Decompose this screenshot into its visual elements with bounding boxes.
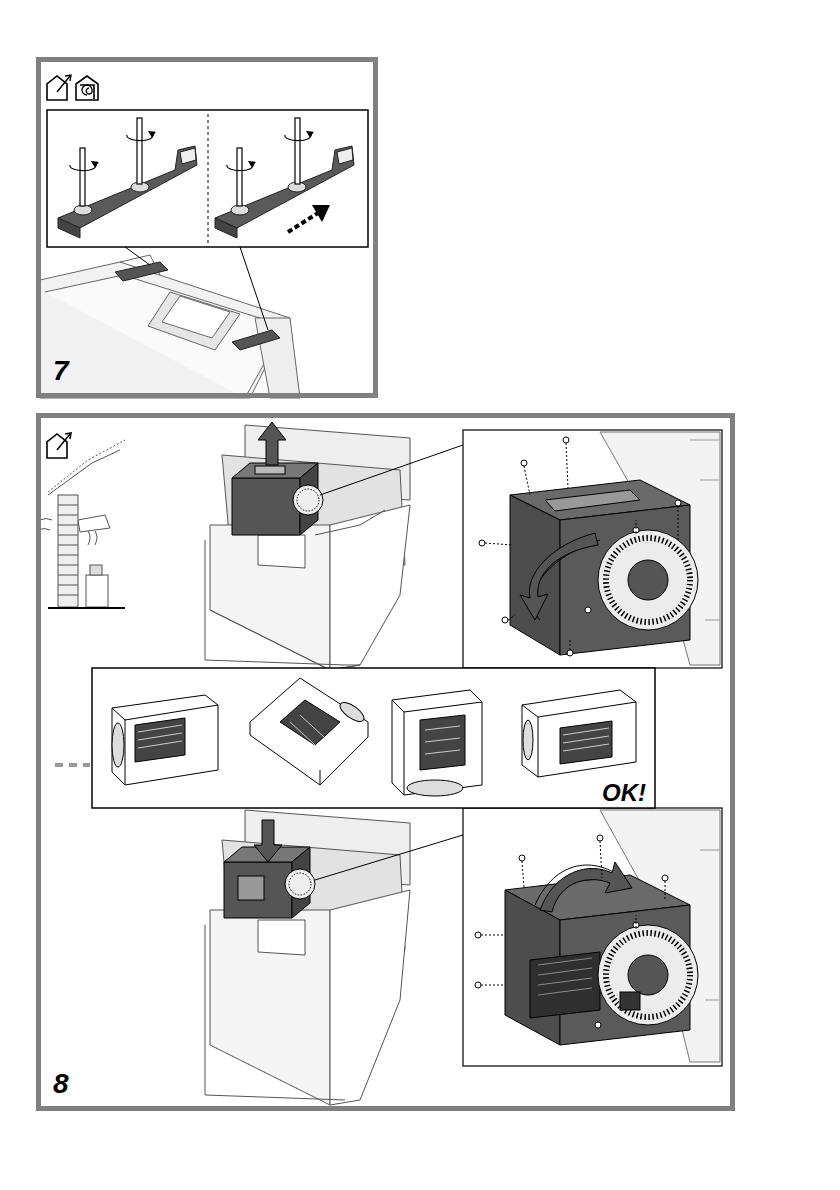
zoom-detail [463,808,722,1066]
ok-mark: OK! [602,781,646,805]
duct-icon [47,75,71,100]
detail-inset [47,110,368,247]
zoom-detail [463,430,722,668]
hood-body [205,425,410,670]
hood-top [40,255,300,398]
orientation-inset [92,668,655,808]
bracket-right [215,146,354,238]
orientation-inset: OK! [97,673,660,813]
orientation-options [112,678,636,796]
screwdrivers [70,118,311,206]
mounting-bracket [115,262,280,350]
duct-icon [47,433,71,458]
bracket-left [58,146,197,238]
slide-arrow [288,205,330,232]
step-panel: 7 [36,57,378,398]
hood-body [205,810,410,1105]
lower-arrow [254,820,282,862]
chimney-scene [38,440,125,608]
step-number: 8 [53,1070,69,1098]
lift-arrow [258,422,286,465]
step-number: 7 [53,357,69,385]
step-panel: 8 OK! [36,413,735,1111]
motor-unit [232,463,323,535]
recirculation-icon [76,76,98,100]
